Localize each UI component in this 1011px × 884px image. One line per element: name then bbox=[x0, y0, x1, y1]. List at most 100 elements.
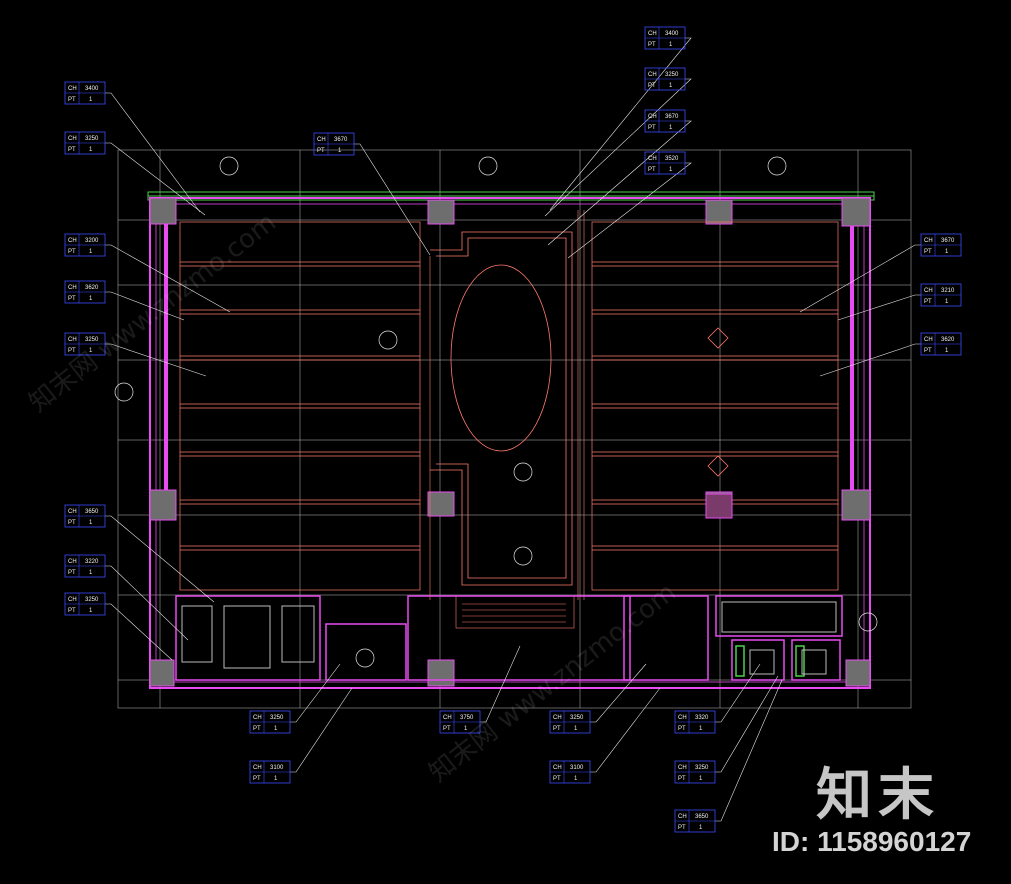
tag-ch-label: CH bbox=[648, 31, 657, 37]
leader-line bbox=[105, 92, 201, 213]
top-windows bbox=[147, 191, 875, 201]
tag-ch-value: 3400 bbox=[665, 31, 679, 37]
tag-pt-value: 1 bbox=[699, 726, 703, 732]
left-hall-ceiling bbox=[179, 221, 421, 591]
tag-pt-value: 1 bbox=[274, 726, 278, 732]
tag-pt-label: PT bbox=[68, 249, 76, 255]
leader-line bbox=[715, 679, 783, 822]
leader-line bbox=[290, 663, 341, 723]
tag-ch-value: 3750 bbox=[460, 715, 474, 721]
tag-ch-value: 3250 bbox=[695, 765, 709, 771]
tag-ch-label: CH bbox=[678, 715, 687, 721]
leader-line bbox=[105, 142, 206, 216]
leader-line bbox=[354, 143, 431, 256]
walls bbox=[149, 197, 871, 689]
tag-pt-value: 1 bbox=[945, 249, 949, 255]
leader-line bbox=[105, 515, 215, 603]
leader-line bbox=[549, 37, 692, 211]
tag-pt-value: 1 bbox=[945, 299, 949, 305]
tag-pt-value: 1 bbox=[945, 348, 949, 354]
tag-ch-label: CH bbox=[253, 765, 262, 771]
tag-pt-value: 1 bbox=[669, 125, 673, 131]
tag-pt-label: PT bbox=[648, 42, 656, 48]
tag-pt-label: PT bbox=[68, 147, 76, 153]
tag-ch-value: 3250 bbox=[85, 337, 99, 343]
tag-pt-value: 1 bbox=[89, 520, 93, 526]
columns bbox=[149, 197, 871, 687]
tag-ch-label: CH bbox=[678, 814, 687, 820]
leader-line bbox=[715, 663, 761, 723]
leader-line bbox=[547, 120, 692, 246]
tag-pt-value: 1 bbox=[669, 83, 673, 89]
tag-ch-value: 3620 bbox=[85, 285, 99, 291]
tag-ch-label: CH bbox=[68, 238, 77, 244]
tag-ch-value: 3670 bbox=[334, 137, 348, 143]
leader-line bbox=[105, 291, 185, 321]
tag-pt-label: PT bbox=[553, 776, 561, 782]
tag-pt-label: PT bbox=[678, 726, 686, 732]
tag-pt-value: 1 bbox=[574, 776, 578, 782]
tag-pt-label: PT bbox=[253, 726, 261, 732]
tag-ch-label: CH bbox=[648, 72, 657, 78]
feature-items bbox=[705, 327, 733, 519]
tag-pt-value: 1 bbox=[89, 348, 93, 354]
tag-pt-value: 1 bbox=[89, 97, 93, 103]
tag-ch-label: CH bbox=[648, 156, 657, 162]
tag-pt-value: 1 bbox=[699, 776, 703, 782]
tag-ch-value: 3220 bbox=[85, 559, 99, 565]
tag-ch-label: CH bbox=[68, 285, 77, 291]
tag-pt-value: 1 bbox=[669, 42, 673, 48]
tag-ch-label: CH bbox=[253, 715, 262, 721]
tag-pt-label: PT bbox=[648, 125, 656, 131]
leader-line bbox=[837, 294, 921, 321]
tag-ch-value: 3670 bbox=[665, 114, 679, 120]
central-corridor bbox=[429, 210, 585, 600]
tag-pt-label: PT bbox=[68, 348, 76, 354]
tag-pt-value: 1 bbox=[464, 726, 468, 732]
tag-pt-label: PT bbox=[317, 148, 325, 154]
grid-lines bbox=[117, 149, 912, 709]
tag-pt-label: PT bbox=[924, 299, 932, 305]
tag-ch-value: 3210 bbox=[941, 288, 955, 294]
tag-ch-value: 3320 bbox=[695, 715, 709, 721]
tag-ch-value: 3100 bbox=[570, 765, 584, 771]
watermark-brand: 知末 bbox=[816, 763, 940, 828]
right-hall-ceiling bbox=[591, 221, 839, 591]
lower-rooms bbox=[175, 595, 843, 681]
tag-ch-label: CH bbox=[924, 238, 933, 244]
leader-line bbox=[819, 343, 921, 377]
leader-line bbox=[105, 244, 231, 313]
tag-pt-label: PT bbox=[678, 825, 686, 831]
tag-ch-label: CH bbox=[68, 509, 77, 515]
tag-ch-value: 3250 bbox=[85, 136, 99, 142]
tag-ch-label: CH bbox=[68, 86, 77, 92]
tag-pt-label: PT bbox=[924, 348, 932, 354]
tag-ch-value: 3250 bbox=[665, 72, 679, 78]
tag-pt-value: 1 bbox=[338, 148, 342, 154]
leader-line bbox=[567, 162, 692, 259]
leader-line bbox=[105, 565, 189, 641]
leader-line bbox=[290, 687, 353, 773]
tag-ch-label: CH bbox=[68, 597, 77, 603]
tag-ch-value: 3620 bbox=[941, 337, 955, 343]
leader-line bbox=[590, 663, 647, 723]
tag-pt-value: 1 bbox=[274, 776, 278, 782]
